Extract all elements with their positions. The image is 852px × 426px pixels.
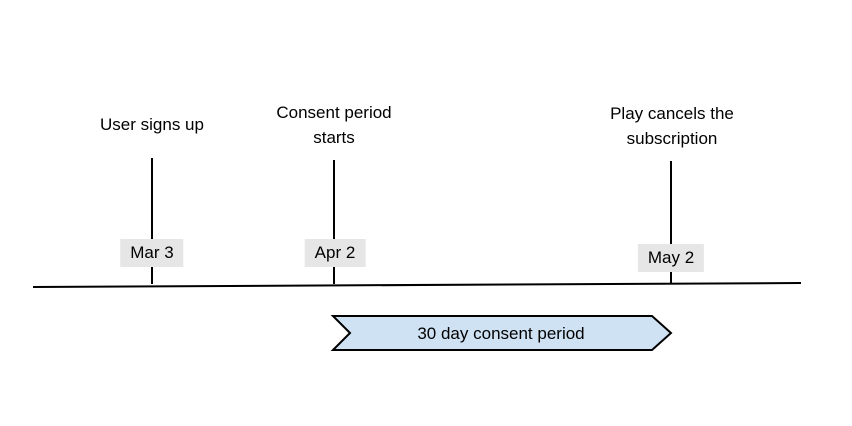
date-label-mar-3: Mar 3 (120, 239, 184, 267)
consent-period-banner-shape (330, 315, 673, 351)
event-tick-may-2 (670, 161, 672, 283)
date-label-may-2: May 2 (637, 244, 705, 272)
date-label-apr-2: Apr 2 (304, 239, 366, 267)
timeline-axis-line (32, 282, 802, 288)
consent-period-banner-label: 30 day consent period (417, 324, 585, 343)
event-tick-mar-3 (151, 158, 153, 284)
event-tick-apr-2 (333, 160, 335, 284)
event-label-play-cancels-subscription: Play cancels the subscription (610, 104, 734, 148)
event-label-user-signs-up: User signs up (100, 115, 204, 134)
event-label-consent-period-starts: Consent period starts (276, 103, 392, 147)
